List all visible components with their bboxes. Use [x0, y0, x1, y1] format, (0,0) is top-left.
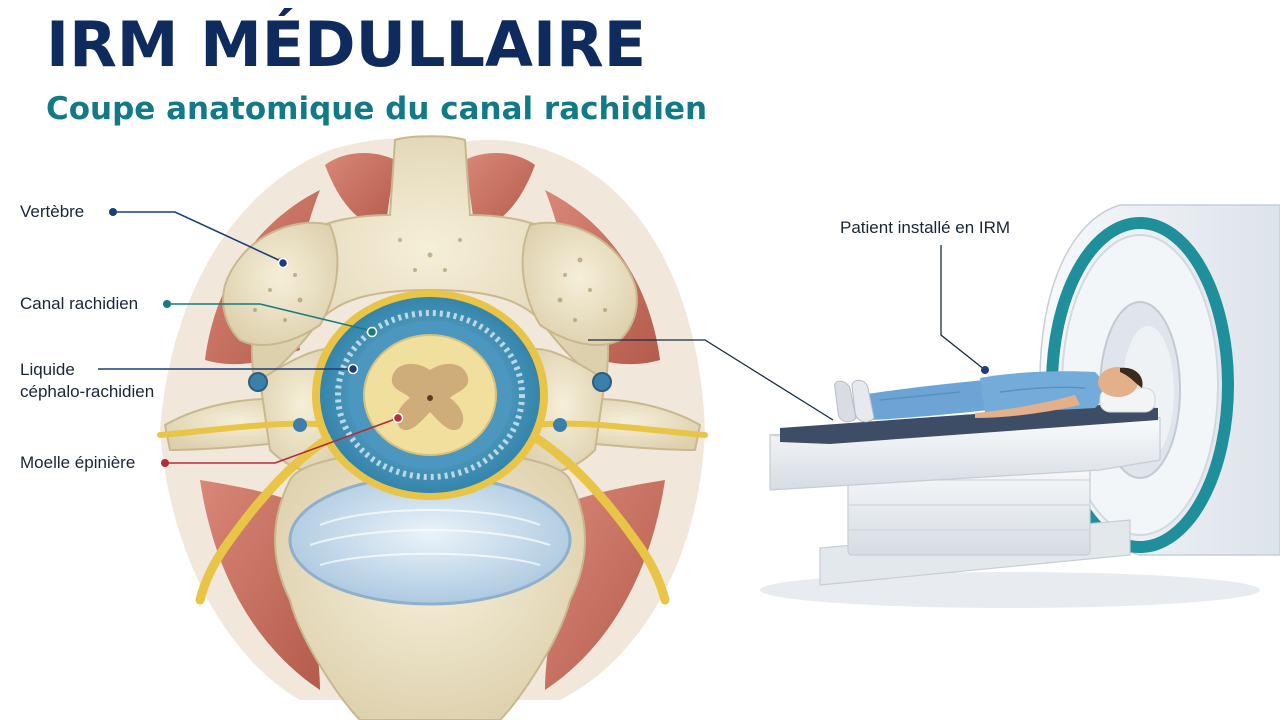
mri-scanner [760, 204, 1280, 608]
label-moelle-epiniere: Moelle épinière [20, 453, 136, 472]
patient-foot-left [834, 380, 857, 423]
vessel-left-2 [293, 418, 307, 432]
label-liquide-line2: céphalo-rachidien [20, 382, 155, 401]
spine-cross-section [157, 135, 708, 720]
lamina-left [222, 221, 339, 346]
patient-legs [860, 380, 990, 420]
label-liquide-line1: Liquide [20, 360, 75, 379]
lamina-right [521, 221, 638, 346]
muscle-top-left [325, 153, 395, 230]
central-canal [427, 395, 433, 401]
arachnoid-ring [335, 310, 525, 480]
label-vertebre: Vertèbre [20, 202, 85, 221]
vessel-right [592, 372, 612, 392]
disc-fibers [309, 509, 551, 566]
floor-shadow [760, 572, 1260, 608]
vessel-right-2 [553, 418, 567, 432]
label-canal-rachidien: Canal rachidien [20, 294, 139, 313]
mattress [780, 405, 1158, 444]
nerve-branch-left [157, 420, 333, 438]
patient-foot-right [851, 379, 875, 423]
vessel-left [248, 372, 268, 392]
connector-line [588, 339, 834, 421]
patient-arm [975, 395, 1080, 418]
page-title: IRM MÉDULLAIRE [46, 8, 647, 81]
patient-hair [1120, 367, 1143, 388]
patient [834, 367, 1156, 423]
label-patient-irm: Patient installé en IRM [840, 218, 1011, 237]
anatomy-leaders [98, 211, 404, 464]
muscle-top-right [465, 153, 535, 230]
patient-leader [940, 245, 986, 371]
page-subtitle: Coupe anatomique du canal rachidien [46, 91, 708, 127]
label-dots [109, 208, 171, 467]
